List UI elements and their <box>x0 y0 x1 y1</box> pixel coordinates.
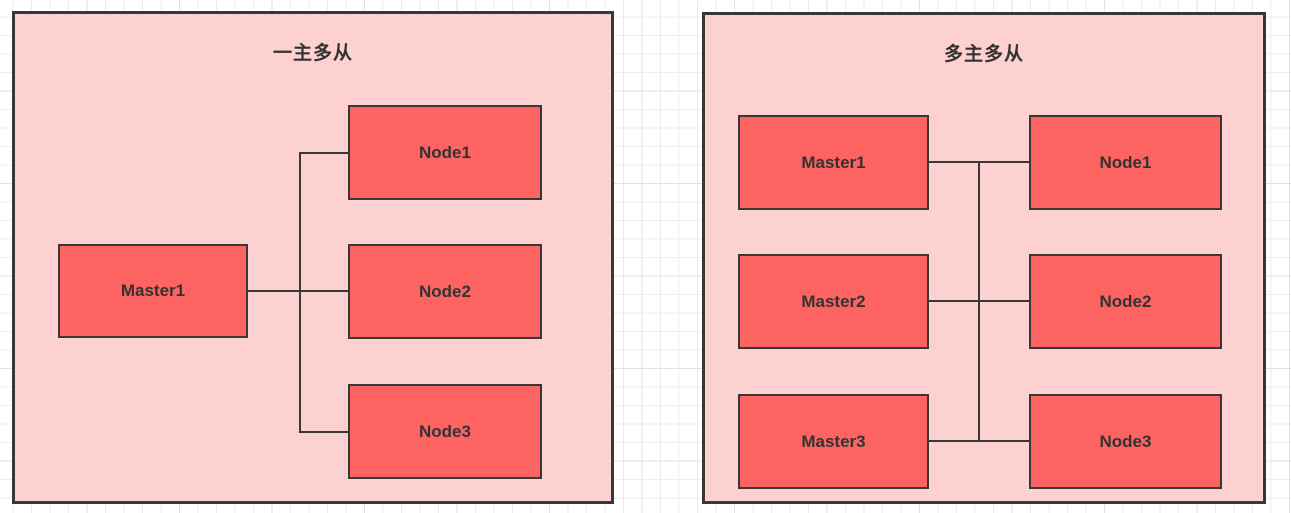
shape-master1-label: Master1 <box>801 152 866 172</box>
connector-bus-node1 <box>299 152 348 154</box>
panel-multi-master[interactable]: 多主多从 Master1 Master2 Master3 Node1 Node2… <box>702 12 1266 504</box>
shape-master2[interactable]: Master2 <box>738 254 929 349</box>
connector-bus-vertical <box>978 161 980 442</box>
shape-node1[interactable]: Node1 <box>348 105 542 200</box>
connector-bus-node3 <box>299 431 348 433</box>
shape-node2[interactable]: Node2 <box>1029 254 1222 349</box>
panel-multi-master-title: 多主多从 <box>943 44 1024 65</box>
shape-node1-label: Node1 <box>1099 152 1152 172</box>
shape-master2-label: Master2 <box>801 291 866 311</box>
shape-node3[interactable]: Node3 <box>1029 394 1222 489</box>
shape-node1-label: Node1 <box>419 142 471 162</box>
connector-master1-bus <box>248 290 348 292</box>
shape-node2-label: Node2 <box>419 281 471 301</box>
shape-node2[interactable]: Node2 <box>348 244 542 339</box>
shape-node3-label: Node3 <box>1099 431 1152 451</box>
connector-bus-vertical <box>299 152 301 433</box>
shape-master3-label: Master3 <box>801 431 866 451</box>
panel-single-master[interactable]: 一主多从 Master1 Node1 Node2 Node3 <box>12 11 614 504</box>
shape-node2-label: Node2 <box>1099 291 1152 311</box>
shape-master1[interactable]: Master1 <box>58 244 248 338</box>
shape-master1[interactable]: Master1 <box>738 115 929 210</box>
shape-master3[interactable]: Master3 <box>738 394 929 489</box>
shape-node1[interactable]: Node1 <box>1029 115 1222 210</box>
shape-node3-label: Node3 <box>419 421 471 441</box>
panel-single-master-title: 一主多从 <box>272 43 353 64</box>
shape-master1-label: Master1 <box>120 281 186 300</box>
shape-node3[interactable]: Node3 <box>348 384 542 479</box>
